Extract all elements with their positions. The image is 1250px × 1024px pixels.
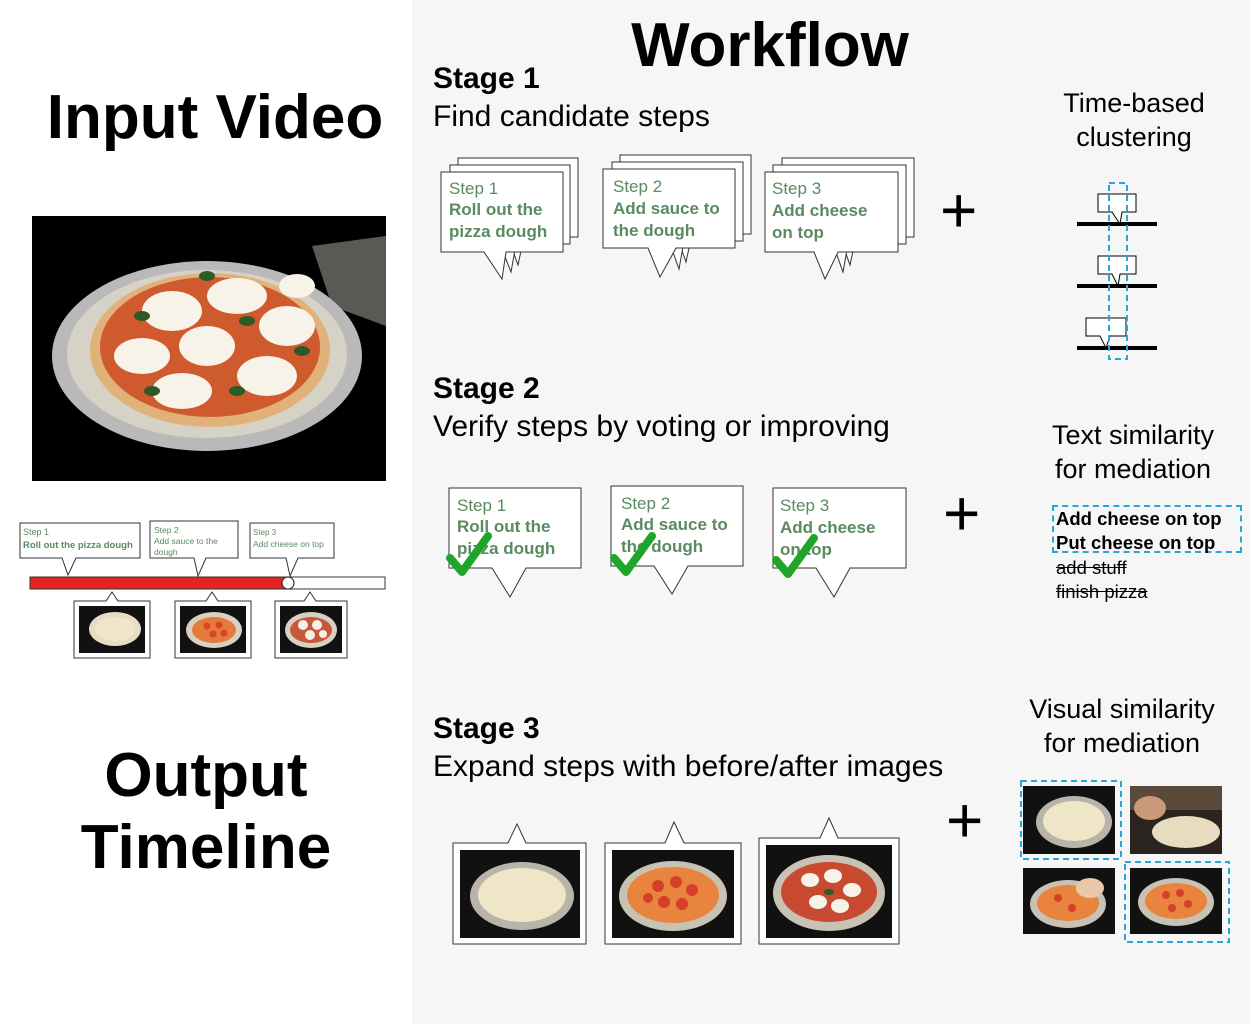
time-clustering-diagram bbox=[1077, 182, 1157, 360]
step-number: Step 2 bbox=[621, 494, 670, 513]
output-title-line: Timeline bbox=[80, 813, 332, 882]
step-number: Step 3 bbox=[780, 496, 829, 515]
plus-sign: + bbox=[940, 174, 978, 246]
stage-2-description: Verify steps by voting or improving bbox=[433, 410, 890, 443]
step-number: Step 3 bbox=[772, 179, 821, 198]
timeline-step-callout: Step 2 Add sauce to the dough bbox=[149, 520, 239, 578]
checkmark-icon bbox=[610, 532, 656, 576]
label-line: Time-based bbox=[1063, 88, 1205, 118]
step-text: Add cheese bbox=[780, 518, 875, 537]
label-line: Visual similarity bbox=[1029, 694, 1215, 724]
before-after-image-card bbox=[758, 816, 900, 945]
timeline-thumbnail bbox=[174, 591, 252, 659]
workflow-title: Workflow bbox=[631, 11, 909, 80]
time-clustering-label: Time-based clustering bbox=[1036, 86, 1232, 154]
label-line: clustering bbox=[1076, 122, 1192, 152]
stage-3-title: Stage 3 bbox=[433, 712, 540, 745]
timeline-step-number: Step 2 bbox=[154, 525, 179, 535]
checkmark-icon bbox=[772, 534, 818, 578]
timeline-step-text: Add cheese on top bbox=[253, 539, 324, 549]
rejected-candidates: add stuff finish pizza bbox=[1056, 556, 1148, 604]
output-timeline: Step 1 Roll out the pizza dough Step 2 A… bbox=[19, 520, 386, 659]
step-text: Roll out the bbox=[449, 200, 542, 219]
label-line: Text similarity bbox=[1051, 420, 1214, 450]
similarity-highlight bbox=[1124, 861, 1230, 943]
candidate-image bbox=[1130, 868, 1222, 934]
candidate-text: add stuff bbox=[1056, 557, 1127, 578]
step-text: Add cheese bbox=[772, 201, 867, 220]
candidate-text: Add cheese on top bbox=[1056, 508, 1222, 529]
timeline-step-text: Roll out the pizza dough bbox=[23, 540, 133, 551]
output-title-line: Output bbox=[104, 741, 308, 810]
selected-candidates-box bbox=[1052, 505, 1242, 553]
timeline-step-text: dough bbox=[154, 547, 178, 557]
step-number: Step 2 bbox=[613, 177, 662, 196]
verified-step-card: Step 2 Add sauce to the dough bbox=[610, 485, 744, 595]
step-text: Add sauce to bbox=[621, 515, 728, 534]
candidate-text: finish pizza bbox=[1056, 581, 1148, 602]
timeline-progress bbox=[29, 576, 289, 590]
candidate-image bbox=[1023, 868, 1115, 934]
timeline-playhead bbox=[281, 576, 295, 590]
visual-similarity-label: Visual similarity for mediation bbox=[1018, 692, 1226, 760]
label-line: for mediation bbox=[1043, 728, 1201, 758]
timeline-thumbnail bbox=[274, 591, 348, 659]
timeline-step-number: Step 1 bbox=[23, 527, 49, 537]
candidate-step-card: Step 3 Add cheese on top bbox=[764, 157, 915, 281]
similarity-highlight bbox=[1020, 780, 1122, 860]
candidate-text: Put cheese on top bbox=[1056, 532, 1216, 553]
step-text: on top bbox=[772, 223, 824, 242]
output-timeline-title: Output Timeline bbox=[0, 740, 412, 884]
timeline-step-callout: Step 1 Roll out the pizza dough bbox=[19, 522, 141, 577]
stage-3-description: Expand steps with before/after images bbox=[433, 750, 944, 783]
input-video-frame bbox=[32, 216, 386, 481]
step-text: Roll out the bbox=[457, 517, 550, 536]
candidate-step-card: Step 1 Roll out the pizza dough bbox=[440, 157, 579, 281]
plus-sign: + bbox=[946, 784, 984, 856]
visual-similarity-grid bbox=[1020, 780, 1230, 943]
before-after-image-card bbox=[452, 822, 587, 945]
stage-3-expanded-steps bbox=[452, 816, 900, 945]
stage-2-verified-steps: Step 1 Roll out the pizza dough Step 2 A… bbox=[446, 485, 907, 598]
timeline-step-text: Add sauce to the bbox=[154, 536, 218, 546]
step-text: pizza dough bbox=[449, 222, 547, 241]
stage-1-title: Stage 1 bbox=[433, 62, 540, 95]
timeline-step-callout: Step 3 Add cheese on top bbox=[249, 522, 335, 578]
stage-1-candidate-steps: Step 1 Roll out the pizza dough Step 2 A… bbox=[440, 154, 915, 281]
verified-step-card: Step 3 Add cheese on top bbox=[772, 487, 907, 598]
step-number: Step 1 bbox=[457, 496, 506, 515]
step-text: the dough bbox=[621, 537, 703, 556]
checkmark-icon bbox=[446, 532, 492, 576]
selected-candidates: Add cheese on top Put cheese on top bbox=[1056, 507, 1222, 555]
step-text: Add sauce to bbox=[613, 199, 720, 218]
timeline-thumbnail bbox=[73, 591, 151, 659]
before-after-image-card bbox=[604, 820, 742, 945]
step-text: the dough bbox=[613, 221, 695, 240]
stage-1-description: Find candidate steps bbox=[433, 100, 710, 133]
label-line: for mediation bbox=[1054, 454, 1212, 484]
timeline-step-number: Step 3 bbox=[253, 528, 277, 537]
candidate-image bbox=[1130, 786, 1222, 854]
stage-2-title: Stage 2 bbox=[433, 372, 540, 405]
step-number: Step 1 bbox=[449, 179, 498, 198]
verified-step-card: Step 1 Roll out the pizza dough bbox=[446, 487, 582, 598]
candidate-image bbox=[1023, 786, 1115, 854]
text-similarity-label: Text similarity for mediation bbox=[1030, 418, 1236, 486]
plus-sign: + bbox=[943, 477, 981, 549]
input-video-title: Input Video bbox=[46, 83, 384, 152]
candidate-step-card: Step 2 Add sauce to the dough bbox=[602, 154, 752, 279]
